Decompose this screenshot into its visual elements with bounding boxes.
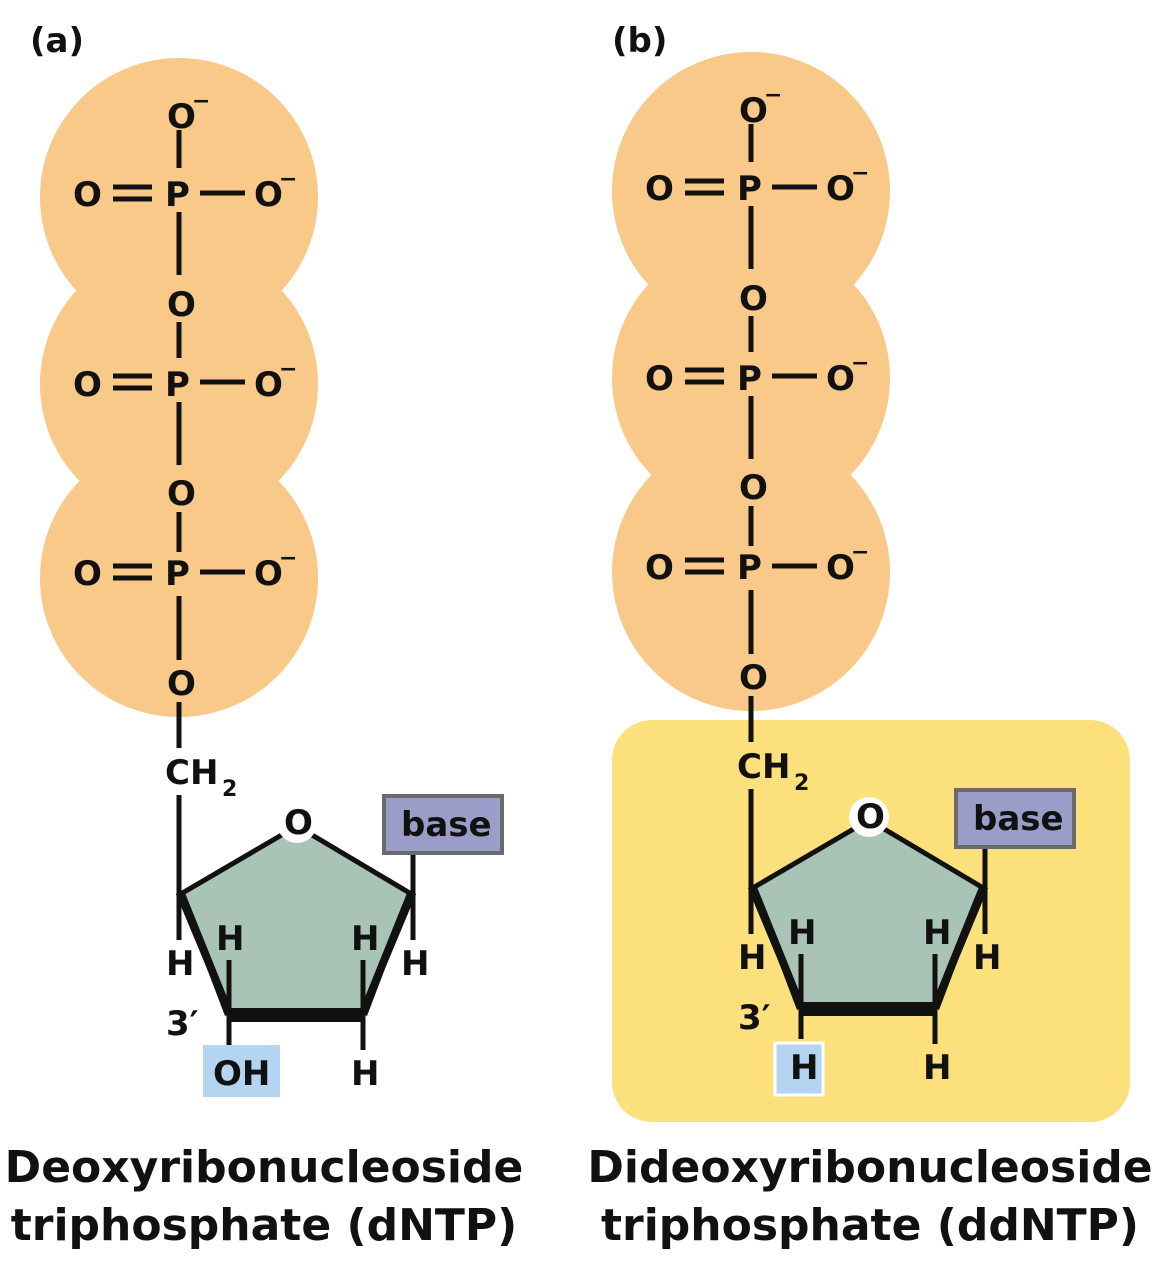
atom-o: O	[73, 365, 102, 405]
atom-o: O	[826, 359, 855, 399]
panel-a-phosphate-labels: O − O P O − O O P O − O O P O − O	[73, 89, 297, 704]
minus-sign: −	[851, 540, 869, 565]
atom-h: H	[923, 1048, 951, 1088]
atom-h: H	[738, 938, 766, 978]
atom-p: P	[165, 175, 190, 215]
minus-sign: −	[279, 167, 297, 192]
atom-h: H	[216, 919, 244, 959]
panel-a-3prime-group: OH	[213, 1054, 270, 1094]
atom-o: O	[645, 169, 674, 209]
three-prime-label: 3′	[738, 998, 771, 1038]
atom-o: O	[645, 548, 674, 588]
atom-o: O	[739, 468, 768, 508]
panel-b-3prime-group: H	[790, 1048, 818, 1088]
atom-p: P	[737, 548, 762, 588]
panel-a-3prime-highlight	[203, 1045, 280, 1097]
minus-sign: −	[279, 546, 297, 571]
atom-o: O	[645, 359, 674, 399]
atom-p: P	[737, 169, 762, 209]
minus-sign: −	[192, 89, 210, 114]
panel-a-caption-line2: triphosphate (dNTP)	[11, 1200, 518, 1251]
atom-h: H	[351, 919, 379, 959]
atom-o: O	[254, 365, 283, 405]
atom-o: O	[826, 548, 855, 588]
panel-a: (a) O − O P O − O O P O − O O P O − O	[5, 21, 524, 1251]
panel-a-caption-line1: Deoxyribonucleoside	[5, 1142, 524, 1193]
atom-ring-o: O	[284, 803, 313, 843]
atom-o: O	[739, 91, 768, 131]
atom-o: O	[826, 169, 855, 209]
atom-h: H	[401, 944, 429, 984]
base-label: base	[401, 805, 492, 845]
atom-ch: CH	[165, 753, 218, 793]
atom-h: H	[351, 1054, 379, 1094]
three-prime-label: 3′	[166, 1004, 199, 1044]
minus-sign: −	[279, 357, 297, 382]
panel-a-sugar-labels: CH 2 O base H H H H 3′ OH H	[165, 753, 492, 1094]
panel-b-phosphate-labels: O − O P O − O O P O − O O P O − O	[645, 83, 869, 698]
atom-h: H	[923, 913, 951, 953]
minus-sign: −	[851, 351, 869, 376]
atom-h: H	[788, 913, 816, 953]
atom-o: O	[167, 474, 196, 514]
atom-o: O	[254, 175, 283, 215]
atom-o: O	[739, 279, 768, 319]
panel-b-3prime-highlight	[773, 1041, 825, 1097]
atom-ring-o: O	[856, 797, 885, 837]
panel-b-caption-line2: triphosphate (ddNTP)	[601, 1200, 1139, 1251]
subscript-2: 2	[222, 777, 237, 802]
subscript-2: 2	[794, 771, 809, 796]
atom-ch: CH	[737, 747, 790, 787]
atom-p: P	[165, 554, 190, 594]
atom-o: O	[167, 97, 196, 137]
atom-o: O	[254, 554, 283, 594]
atom-o: O	[167, 664, 196, 704]
panel-b-letter: (b)	[612, 21, 667, 61]
atom-h: H	[166, 944, 194, 984]
minus-sign: −	[764, 83, 782, 108]
atom-o: O	[167, 285, 196, 325]
atom-h: H	[973, 938, 1001, 978]
atom-o: O	[73, 554, 102, 594]
atom-o: O	[739, 658, 768, 698]
panel-a-letter: (a)	[30, 21, 84, 61]
atom-p: P	[737, 359, 762, 399]
panel-b-sugar-labels: CH 2 O base H H H H 3′ H H	[737, 747, 1064, 1088]
minus-sign: −	[851, 161, 869, 186]
atom-o: O	[73, 175, 102, 215]
atom-p: P	[165, 365, 190, 405]
panel-b: (b) O − O P O − O O P O − O O P O − O	[587, 21, 1152, 1251]
panel-b-caption-line1: Dideoxyribonucleoside	[587, 1142, 1152, 1193]
base-label: base	[973, 799, 1064, 839]
